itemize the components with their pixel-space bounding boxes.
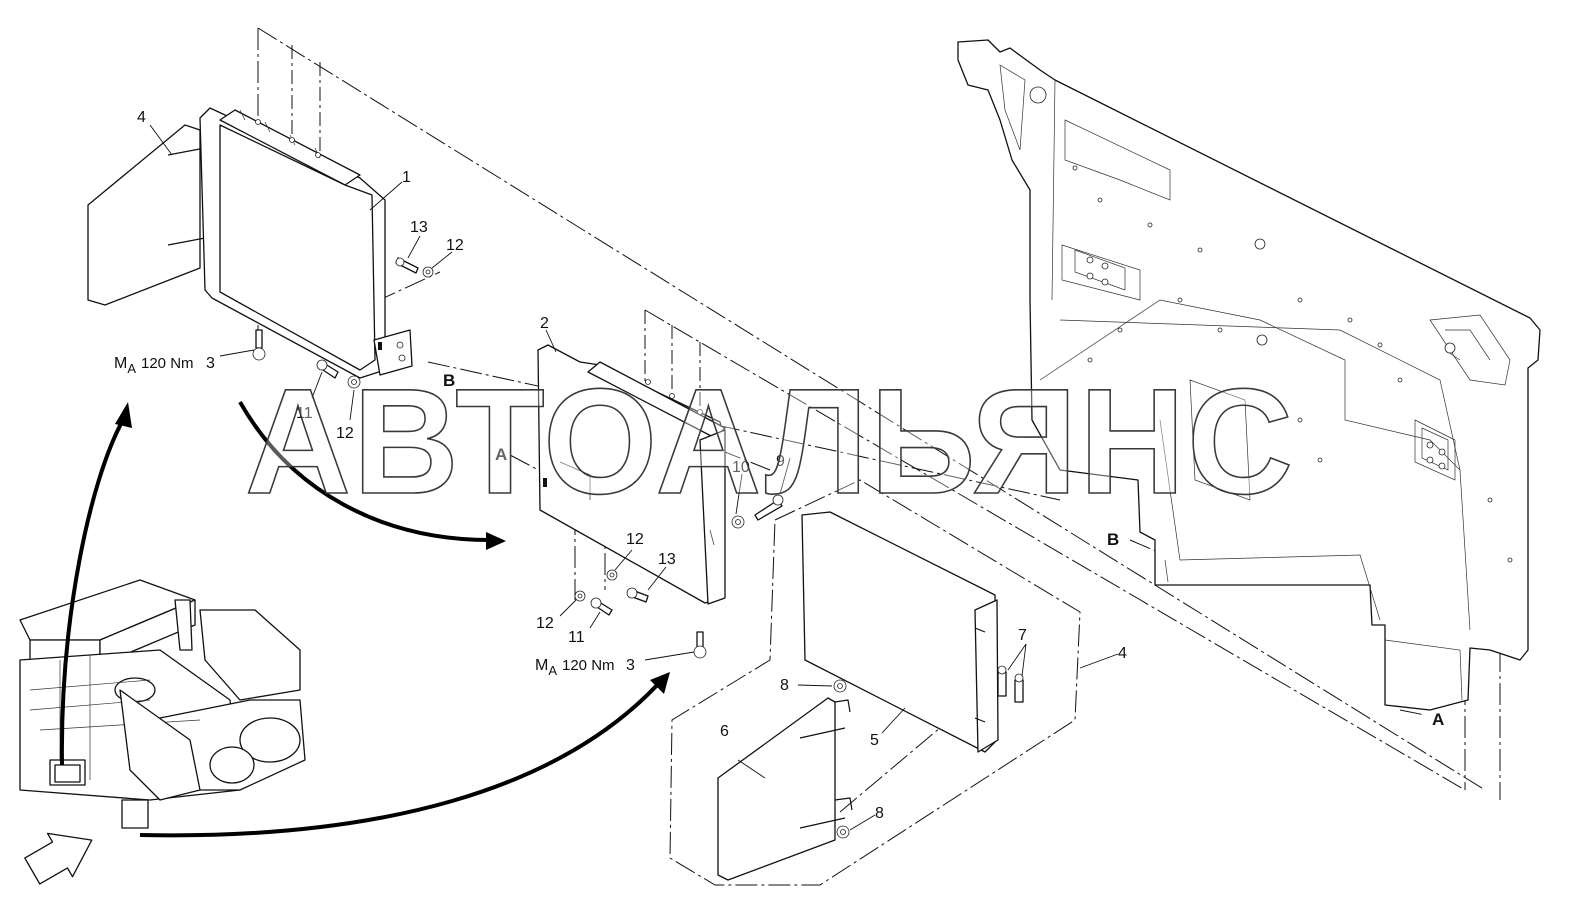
washer-10 bbox=[731, 515, 745, 529]
bolt-7-b bbox=[1014, 673, 1024, 703]
washer-12-mid-a bbox=[606, 569, 618, 581]
watermark-text: АВТОАЛЬЯНС bbox=[245, 357, 1295, 525]
nut-8-a bbox=[833, 679, 847, 693]
reference-letters: B A B A bbox=[443, 371, 1444, 729]
washer-12-top2 bbox=[347, 375, 361, 389]
leader-lines bbox=[149, 124, 1119, 831]
label-part-13: 13 bbox=[410, 219, 428, 236]
label-part-7: 7 bbox=[1018, 627, 1027, 644]
label-part-12: 12 bbox=[446, 237, 464, 254]
ref-b-right: B bbox=[1107, 530, 1119, 549]
bolt-13-mid bbox=[626, 587, 649, 603]
part-4-top-plate bbox=[87, 124, 206, 306]
callout-arrows bbox=[59, 401, 670, 838]
label-part-13: 13 bbox=[658, 551, 676, 568]
label-part-11: 11 bbox=[568, 629, 585, 646]
part-1-control-box bbox=[199, 107, 413, 379]
washer-12-mid-b bbox=[574, 590, 586, 602]
part-5-control-box bbox=[801, 511, 999, 753]
nut-8-b bbox=[836, 825, 850, 839]
label-part-8: 8 bbox=[780, 677, 789, 694]
assembly-lines bbox=[257, 27, 1501, 886]
label-part-12: 12 bbox=[336, 425, 354, 442]
part-labels: 4 1 13 12 11 12 2 10 9 12 13 12 11 7 4 8… bbox=[137, 109, 1127, 822]
view-direction-arrow-icon bbox=[24, 832, 93, 885]
arrowhead-icon bbox=[115, 402, 132, 428]
chassis-frame bbox=[957, 39, 1541, 711]
washer-12-top bbox=[422, 266, 434, 278]
part-6-cover-plate bbox=[717, 697, 853, 881]
label-part-3: 3 bbox=[206, 355, 215, 372]
label-part-4: 4 bbox=[137, 109, 146, 126]
label-part-1: 1 bbox=[402, 169, 411, 186]
bolt-11-mid bbox=[590, 597, 613, 616]
label-part-12: 12 bbox=[536, 615, 554, 632]
fasteners bbox=[252, 257, 1024, 839]
label-part-4: 4 bbox=[1118, 645, 1127, 662]
ref-a-right: A bbox=[1432, 710, 1444, 729]
arrowhead-icon bbox=[650, 672, 670, 694]
label-part-9: 9 bbox=[776, 453, 785, 470]
label-part-2: 2 bbox=[540, 315, 549, 332]
label-part-5: 5 bbox=[870, 732, 879, 749]
ref-b-top: B bbox=[443, 371, 455, 390]
paver-machine bbox=[19, 579, 306, 829]
label-part-6: 6 bbox=[720, 723, 729, 740]
bolt-3-top bbox=[252, 329, 266, 361]
label-part-8: 8 bbox=[875, 805, 884, 822]
arrowhead-icon bbox=[486, 532, 506, 550]
bolt-9 bbox=[754, 494, 784, 521]
bolt-11-top bbox=[316, 359, 339, 379]
label-part-11: 11 bbox=[296, 405, 313, 422]
part-2-control-box bbox=[537, 344, 726, 605]
bolt-7-a bbox=[997, 665, 1007, 697]
bolt-3-mid bbox=[693, 631, 707, 659]
label-part-10: 10 bbox=[732, 459, 750, 476]
bolt-13-top bbox=[395, 257, 419, 274]
frame-holes bbox=[1072, 165, 1513, 563]
ref-a-mid: A bbox=[495, 445, 507, 464]
label-part-12: 12 bbox=[626, 531, 644, 548]
label-part-3: 3 bbox=[626, 657, 635, 674]
